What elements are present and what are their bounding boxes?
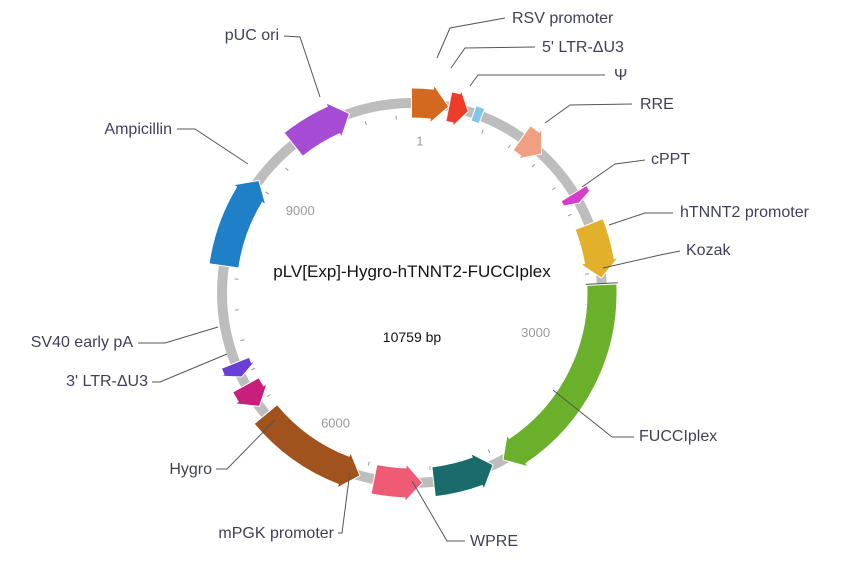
rre-label: RRE — [640, 96, 674, 113]
htnnt2-promoter-leader — [608, 212, 673, 226]
rsv-promoter-leader — [436, 17, 506, 59]
kozak-leader — [602, 250, 681, 269]
fucciplex-feature — [502, 283, 618, 468]
tick-label: 9000 — [286, 203, 315, 218]
mpgk-promoter-leader — [338, 470, 351, 534]
minor-tick — [531, 163, 536, 168]
kozak-label: Kozak — [686, 242, 731, 259]
ltr3-leader — [152, 353, 228, 383]
ampicillin-feature — [208, 179, 267, 269]
minor-tick — [507, 144, 511, 149]
psi-leader — [469, 74, 605, 87]
fucciplex-leader — [552, 389, 634, 438]
hygro-feature — [253, 403, 361, 490]
hygro-label: Hygro — [169, 461, 212, 478]
cppt-leader — [581, 159, 646, 188]
sv40-pa-leader — [138, 326, 219, 344]
mpgk-promoter-feature — [370, 462, 424, 504]
minor-tick — [567, 213, 572, 217]
rsv-promoter-label: RSV promoter — [512, 10, 614, 27]
cppt-feature — [559, 184, 593, 208]
mpgk-promoter-label: mPGK promoter — [218, 525, 334, 542]
minor-tick — [364, 121, 367, 126]
tick-label: 6000 — [321, 416, 350, 431]
rsv-promoter-feature — [410, 83, 450, 125]
ltr5-feature — [445, 88, 469, 129]
minor-tick — [251, 367, 256, 371]
minor-tick — [285, 167, 289, 172]
minor-tick — [267, 393, 271, 398]
cppt-label: cPPT — [651, 151, 690, 168]
wpre-leader — [411, 480, 465, 542]
ltr3-feature — [231, 376, 268, 407]
psi-label: Ψ — [614, 67, 627, 84]
ampicillin-leader — [177, 128, 249, 165]
label-leaders — [138, 17, 681, 542]
tick-label: 3000 — [521, 325, 550, 340]
features — [208, 83, 620, 504]
ampicillin-label: Ampicillin — [104, 121, 172, 138]
minor-tick — [367, 461, 370, 466]
minor-tick — [487, 449, 491, 454]
wpre-feature — [431, 452, 494, 498]
minor-tick — [551, 187, 556, 191]
minor-tick — [481, 129, 484, 134]
fucciplex-label: FUCCIplex — [639, 428, 717, 445]
minor-tick — [240, 339, 245, 342]
hygro-leader — [216, 419, 276, 470]
puc-ori-feature — [283, 101, 351, 157]
minor-tick — [265, 191, 270, 195]
puc-ori-leader — [283, 35, 321, 98]
plasmid-name: pLV[Exp]-Hygro-hTNNT2-FUCCIplex — [273, 262, 551, 281]
psi-feature — [470, 105, 486, 125]
ltr3-label: 3' LTR-ΔU3 — [66, 373, 148, 390]
rre-feature — [512, 124, 543, 160]
ltr5-label: 5' LTR-ΔU3 — [542, 39, 624, 56]
plasmid-length: 10759 bp — [383, 329, 442, 345]
sv40-pa-label: SV40 early pA — [31, 334, 134, 351]
ltr5-leader — [450, 46, 536, 69]
wpre-label: WPRE — [470, 533, 518, 550]
puc-ori-label: pUC ori — [225, 27, 279, 44]
sv40-pa-feature — [220, 356, 256, 378]
htnnt2-promoter-feature — [574, 218, 620, 279]
htnnt2-promoter-label: hTNNT2 promoter — [680, 204, 810, 221]
tick-label: 1 — [416, 133, 423, 148]
kozak-marker — [585, 282, 618, 285]
rre-leader — [544, 103, 633, 124]
